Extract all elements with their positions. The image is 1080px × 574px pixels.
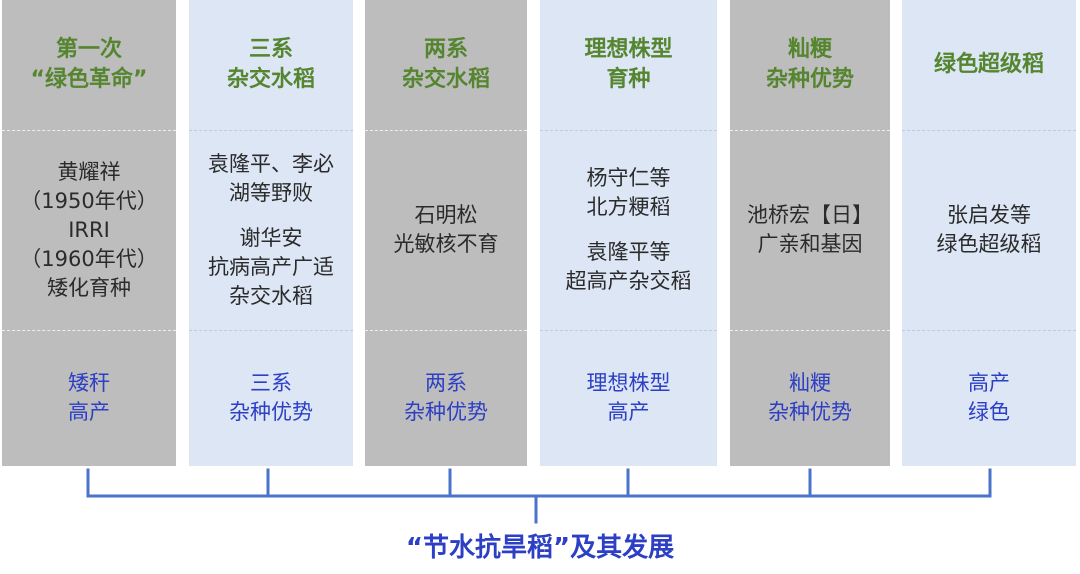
section-divider — [365, 130, 527, 131]
column-title: 籼粳杂种优势 — [730, 0, 890, 130]
column-outcome: 高产绿色 — [902, 330, 1076, 466]
title-line: 籼粳 — [787, 37, 832, 62]
column-title: 理想株型育种 — [540, 0, 717, 130]
column-title: 第一次 “绿色革命” — [2, 0, 176, 130]
section-divider — [902, 130, 1076, 131]
outcome-line: 三系 — [250, 371, 292, 395]
column-outcome: 理想株型高产 — [540, 330, 717, 466]
researcher-line: 北方粳稻 — [586, 195, 671, 219]
column-outcome: 籼粳杂种优势 — [730, 330, 890, 466]
researcher-line: 光敏核不育 — [393, 232, 499, 256]
section-divider — [902, 330, 1076, 331]
column-indica-japonica: 籼粳杂种优势池桥宏【日】广亲和基因籼粳杂种优势 — [730, 0, 890, 466]
title-line: “绿色革命” — [30, 67, 148, 92]
researcher-line: 矮化育种 — [47, 275, 131, 300]
column-researchers: 黄耀祥 （1950年代） IRRI （1960年代） 矮化育种 — [2, 130, 176, 330]
researcher-line: IRRI — [68, 217, 110, 242]
column-outcome: 矮秆高产 — [2, 330, 176, 466]
column-title: 三系杂交水稻 — [189, 0, 353, 130]
outcome-line: 杂种优势 — [229, 400, 313, 424]
section-divider — [540, 330, 717, 331]
outcome-line: 高产 — [968, 371, 1010, 395]
column-ideal-plant: 理想株型育种杨守仁等北方粳稻袁隆平等超高产杂交稻理想株型高产 — [540, 0, 717, 466]
title-line: 杂交水稻 — [226, 67, 315, 92]
bottom-caption: “节水抗旱稻”及其发展 — [405, 533, 675, 563]
outcome-line: 矮秆 — [68, 371, 110, 395]
column-title: 绿色超级稻 — [902, 0, 1076, 130]
column-two-line: 两系杂交水稻石明松光敏核不育两系杂种优势 — [365, 0, 527, 466]
section-divider — [2, 330, 176, 331]
outcome-line: 杂种优势 — [768, 400, 852, 424]
researcher-line: 抗病高产广适 — [208, 254, 334, 279]
section-divider — [189, 130, 353, 131]
researcher-line: 黄耀祥 — [57, 159, 121, 184]
outcome-line: 高产 — [68, 400, 110, 424]
researcher-line: 湖等野败 — [229, 180, 313, 205]
column-researchers: 石明松光敏核不育 — [365, 130, 527, 330]
researcher-line: 池桥宏【日】 — [747, 203, 873, 227]
title-line: 杂交水稻 — [401, 67, 490, 92]
column-three-line: 三系杂交水稻袁隆平、李必湖等野败谢华安抗病高产广适杂交水稻三系杂种优势 — [189, 0, 353, 466]
researcher-line: 绿色超级稻 — [936, 232, 1042, 256]
outcome-line: 理想株型 — [586, 371, 671, 395]
title-line: 杂种优势 — [765, 67, 854, 92]
researcher-line: 超高产杂交稻 — [565, 269, 692, 293]
researcher-line: 石明松 — [414, 203, 478, 227]
researcher-line: 广亲和基因 — [757, 232, 863, 256]
researcher-line: （1950年代） — [20, 188, 158, 213]
researcher-line: 杂交水稻 — [229, 283, 313, 308]
researcher-line: 杨守仁等 — [586, 166, 671, 190]
section-divider — [730, 330, 890, 331]
outcome-line: 籼粳 — [789, 371, 831, 395]
column-title: 两系杂交水稻 — [365, 0, 527, 130]
section-divider — [730, 130, 890, 131]
outcome-line: 两系 — [425, 371, 467, 395]
title-line: 三系 — [248, 37, 293, 62]
column-researchers: 张启发等绿色超级稻 — [902, 130, 1076, 330]
researcher-line: 张启发等 — [947, 203, 1031, 227]
section-divider — [540, 130, 717, 131]
outcome-line: 绿色 — [968, 400, 1010, 424]
outcome-line: 高产 — [607, 400, 650, 424]
column-researchers: 池桥宏【日】广亲和基因 — [730, 130, 890, 330]
column-researchers: 袁隆平、李必湖等野败谢华安抗病高产广适杂交水稻 — [189, 130, 353, 330]
title-line: 理想株型 — [584, 37, 673, 62]
researcher-line: 袁隆平、李必 — [208, 151, 334, 176]
section-divider — [189, 330, 353, 331]
section-divider — [2, 130, 176, 131]
column-outcome: 两系杂种优势 — [365, 330, 527, 466]
column-green-super-rice: 绿色超级稻张启发等绿色超级稻高产绿色 — [902, 0, 1076, 466]
title-line: 两系 — [423, 37, 468, 62]
column-outcome: 三系杂种优势 — [189, 330, 353, 466]
title-line: 绿色超级稻 — [933, 52, 1044, 77]
section-divider — [365, 330, 527, 331]
column-green-revolution: 第一次 “绿色革命” 黄耀祥 （1950年代） IRRI （1960年代） 矮化育种矮秆高产 — [2, 0, 176, 466]
column-researchers: 杨守仁等北方粳稻袁隆平等超高产杂交稻 — [540, 130, 717, 330]
researcher-line: （1960年代） — [20, 246, 158, 271]
researcher-line: 谢华安 — [239, 225, 303, 250]
title-line: 第一次 — [55, 37, 122, 62]
researcher-line: 袁隆平等 — [586, 240, 671, 264]
outcome-line: 杂种优势 — [404, 400, 488, 424]
title-line: 育种 — [606, 67, 651, 92]
